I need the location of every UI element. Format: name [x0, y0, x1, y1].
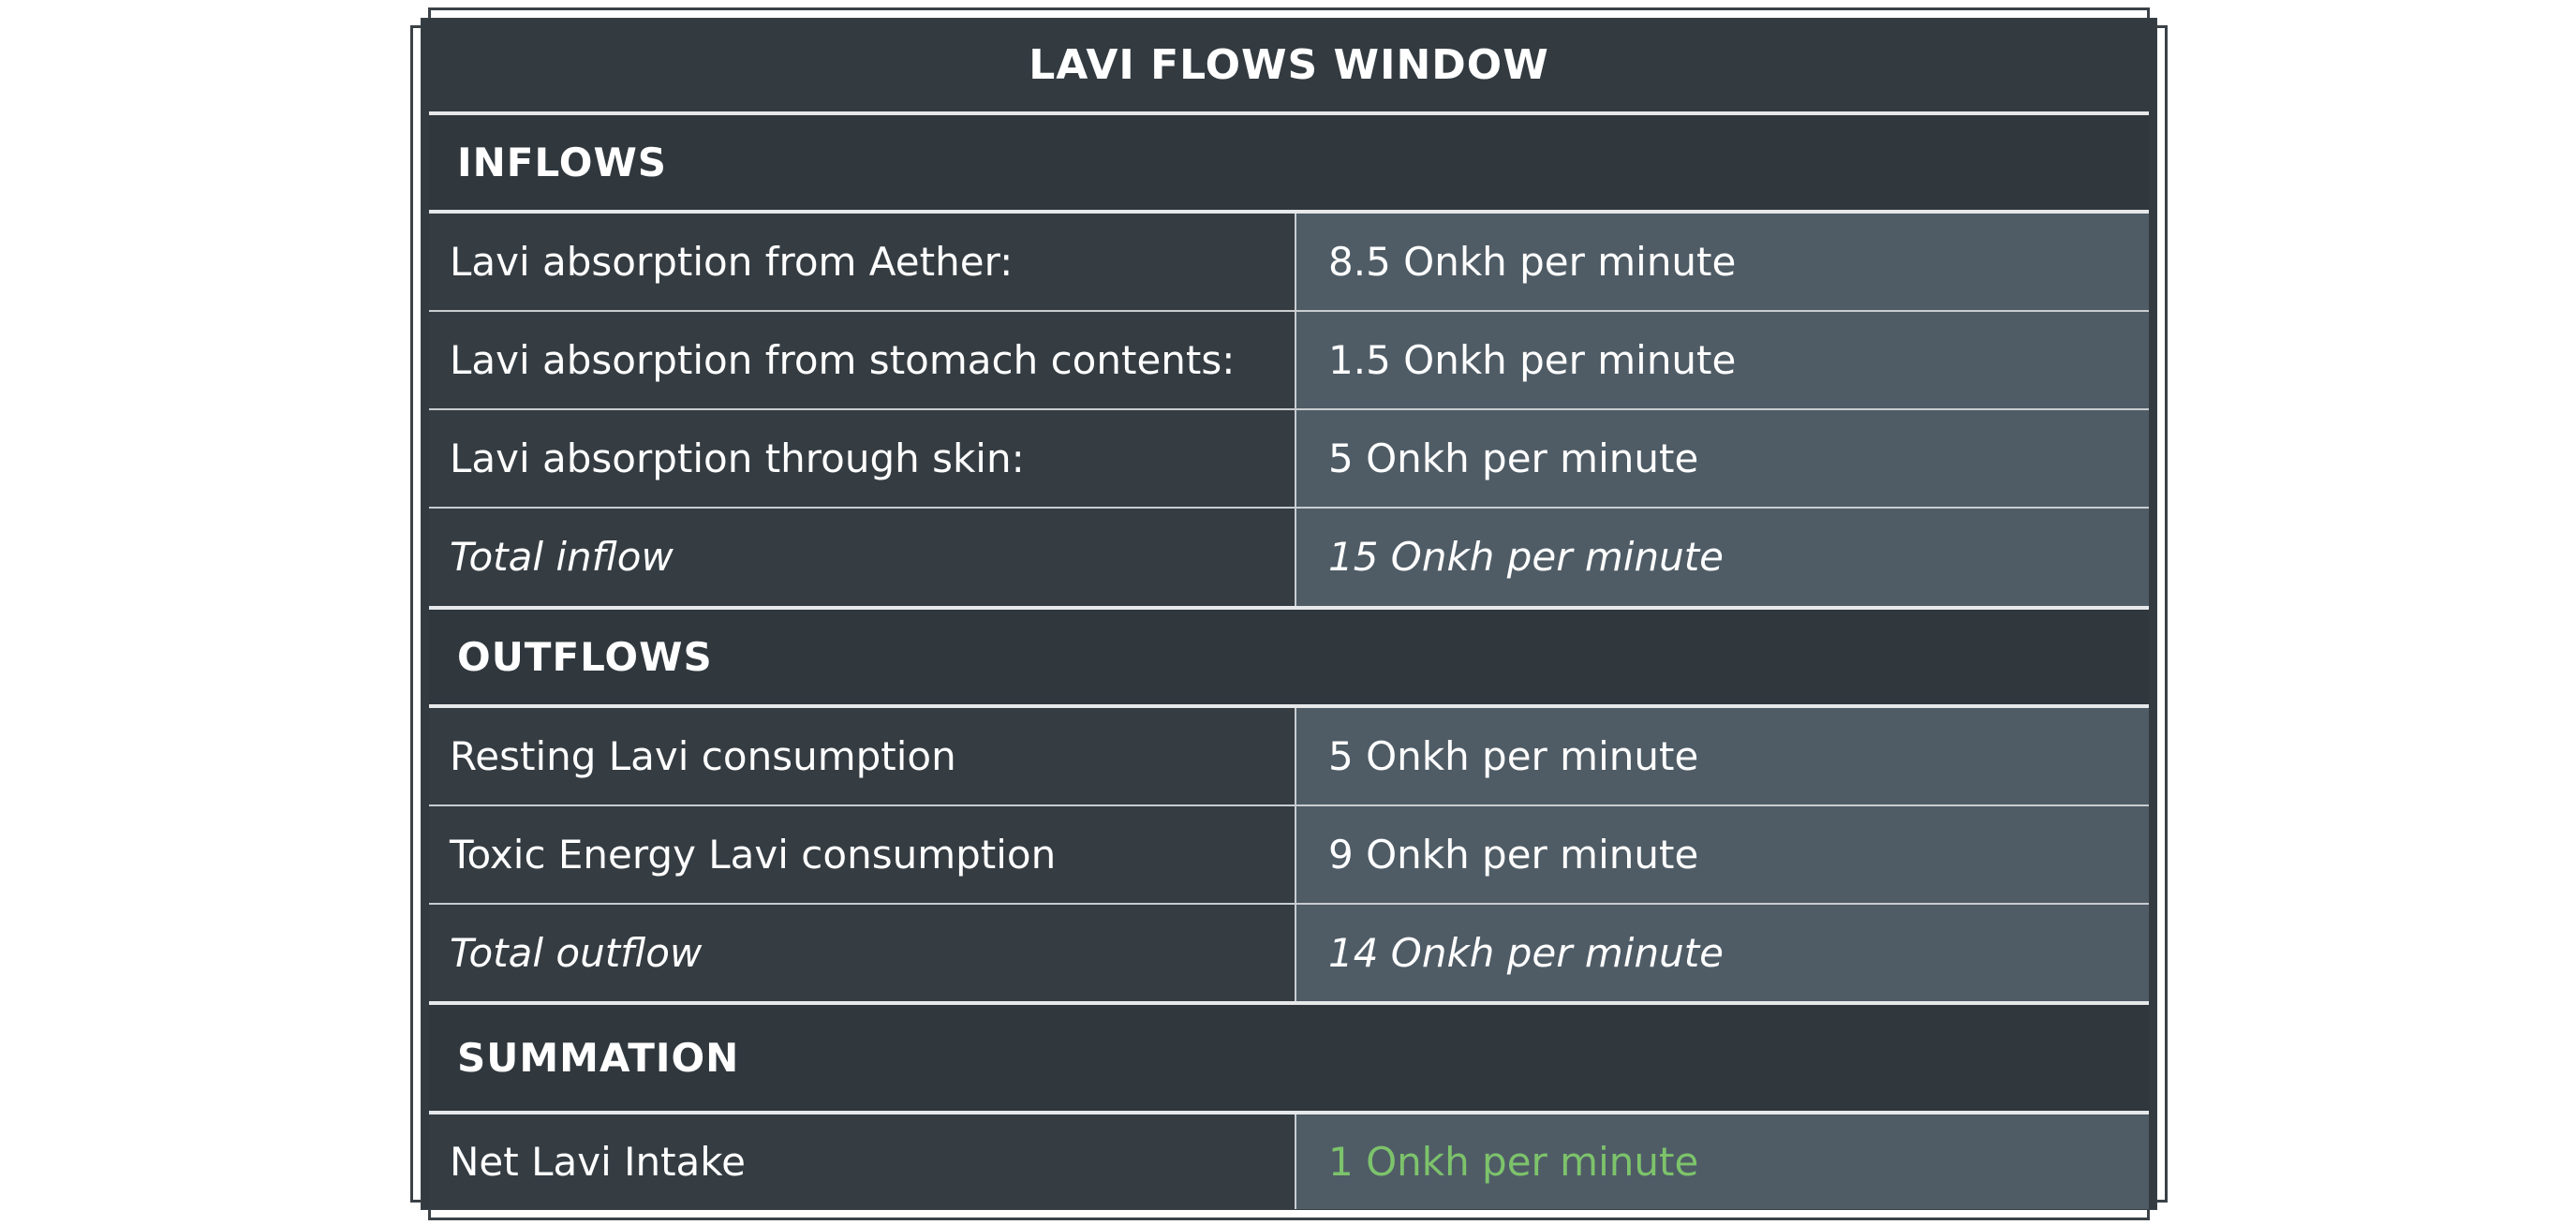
summation-section-header: SUMMATION	[429, 1004, 2149, 1114]
outflow-total-row: Total outflow 14 Onkh per minute	[429, 904, 2149, 1005]
inflow-total-row: Total inflow 15 Onkh per minute	[429, 509, 2149, 610]
inflow-total-value: 15 Onkh per minute	[1296, 509, 2149, 606]
inflow-label-aether: Lavi absorption from Aether:	[429, 214, 1296, 311]
inflow-value-stomach: 1.5 Onkh per minute	[1296, 312, 2149, 409]
outflow-total-label: Total outflow	[429, 904, 1296, 1001]
outflow-row-resting: Resting Lavi consumption 5 Onkh per minu…	[429, 707, 2149, 806]
outflow-value-toxic: 9 Onkh per minute	[1296, 805, 2149, 903]
outflow-label-resting: Resting Lavi consumption	[429, 707, 1296, 804]
inflow-total-label: Total inflow	[429, 509, 1296, 606]
inflows-section-header: INFLOWS	[429, 115, 2149, 214]
inflow-row-aether: Lavi absorption from Aether: 8.5 Onkh pe…	[429, 214, 2149, 313]
outflow-row-toxic: Toxic Energy Lavi consumption 9 Onkh per…	[429, 805, 2149, 905]
inflow-label-stomach: Lavi absorption from stomach contents:	[429, 312, 1296, 409]
outflow-total-value: 14 Onkh per minute	[1296, 904, 2149, 1001]
net-intake-row: Net Lavi Intake 1 Onkh per minute	[429, 1114, 2149, 1209]
inflow-value-aether: 8.5 Onkh per minute	[1296, 214, 2149, 311]
flows-table: LAVI FLOWS WINDOW INFLOWS Lavi absorptio…	[422, 19, 2156, 1209]
inflow-row-skin: Lavi absorption through skin: 5 Onkh per…	[429, 410, 2149, 509]
outflow-label-toxic: Toxic Energy Lavi consumption	[429, 805, 1296, 903]
inflow-value-skin: 5 Onkh per minute	[1296, 410, 2149, 508]
inflow-label-skin: Lavi absorption through skin:	[429, 410, 1296, 508]
inflow-row-stomach: Lavi absorption from stomach contents: 1…	[429, 312, 2149, 411]
outflow-value-resting: 5 Onkh per minute	[1296, 707, 2149, 804]
net-intake-label: Net Lavi Intake	[429, 1114, 1296, 1209]
net-intake-value: 1 Onkh per minute	[1296, 1114, 2149, 1209]
outflows-section-header: OUTFLOWS	[429, 609, 2149, 708]
window-title: LAVI FLOWS WINDOW	[429, 19, 2149, 116]
lavi-flows-window: LAVI FLOWS WINDOW INFLOWS Lavi absorptio…	[422, 19, 2156, 1209]
